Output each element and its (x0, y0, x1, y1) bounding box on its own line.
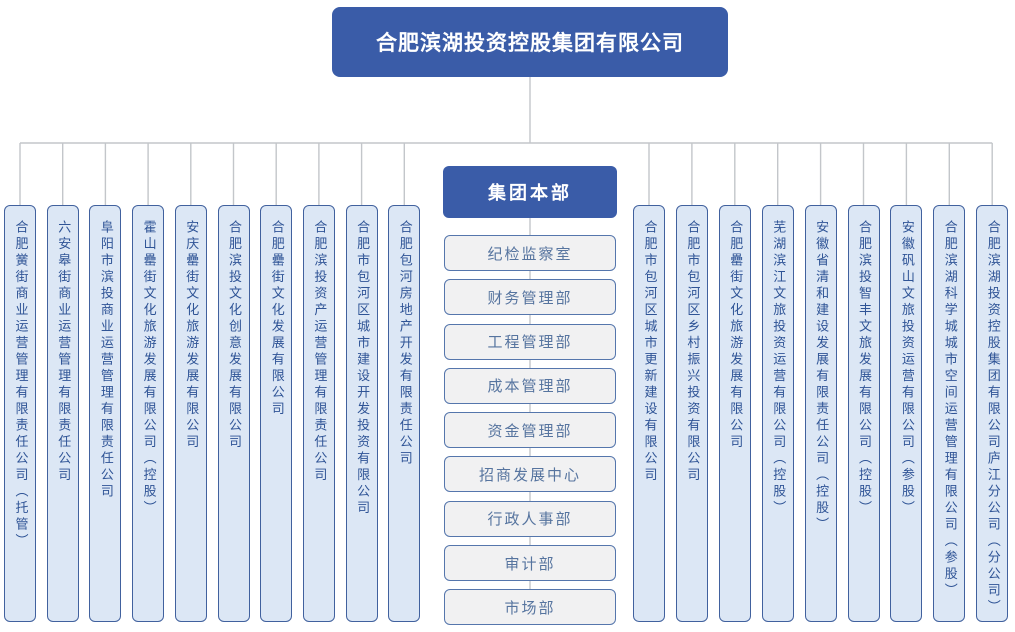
subsidiary-node: 合肥罍街文化旅游发展有限公司 (718, 205, 751, 622)
department-node: 财务管理部 (444, 279, 616, 316)
department-node: 招商发展中心 (444, 456, 616, 493)
department-node: 资金管理部 (444, 412, 616, 449)
subsidiary-name: 霍山罍街文化旅游发展有限公司（控股） (140, 220, 156, 517)
subsidiary-node: 合肥市包河区乡村振兴投资有限公司 (675, 205, 708, 622)
subsidiary-name: 合肥滨湖投资控股集团有限公司庐江分公司（分公司） (984, 220, 1000, 616)
subsidiary-name: 合肥滨湖科学城城市空间运营管理有限公司（参股） (941, 220, 957, 600)
subsidiary-node: 合肥市包河区城市更新建设有限公司 (633, 205, 665, 622)
subsidiary-node: 合肥滨湖投资控股集团有限公司庐江分公司（分公司） (976, 205, 1009, 622)
department-list: 纪检监察室 财务管理部 工程管理部 成本管理部 资金管理部 招商发展中心 行政人… (444, 235, 616, 626)
department-name: 财务管理部 (487, 288, 573, 307)
subsidiary-name: 合肥滨投文化创意发展有限公司 (226, 220, 241, 451)
subsidiary-node: 安徽矾山文旅投资运营有限公司（参股） (890, 205, 923, 622)
subsidiary-name: 合肥罍街文化旅游发展有限公司 (727, 220, 743, 451)
headquarters-node: 集团本部 (443, 166, 617, 218)
root-company-title: 合肥滨湖投资控股集团有限公司 (376, 31, 684, 55)
subsidiary-name: 六安皋街商业运营管理有限责任公司 (55, 220, 71, 484)
subsidiary-name: 合肥市包河区城市建设开发投资有限公司 (354, 220, 370, 517)
department-node: 审计部 (444, 545, 616, 582)
subsidiary-node: 合肥滨湖科学城城市空间运营管理有限公司（参股） (933, 205, 966, 622)
subsidiary-name: 合肥滨投资产运营管理有限责任公司 (311, 220, 327, 484)
root-company-node: 合肥滨湖投资控股集团有限公司 (332, 7, 728, 77)
subsidiary-name: 安徽矾山文旅投资运营有限公司（参股） (898, 220, 914, 517)
department-name: 审计部 (504, 554, 556, 573)
subsidiary-name: 安庆罍街文化旅游发展有限公司 (183, 220, 199, 451)
subsidiary-node: 霍山罍街文化旅游发展有限公司（控股） (132, 205, 165, 622)
department-node: 工程管理部 (444, 323, 616, 360)
subsidiary-name: 合肥市包河区城市更新建设有限公司 (641, 220, 657, 484)
subsidiary-name: 芜湖滨江文旅投资运营有限公司（控股） (770, 220, 786, 517)
subsidiary-node: 安庆罍街文化旅游发展有限公司 (174, 205, 207, 622)
subsidiary-node: 合肥罍街文化发展有限公司 (260, 205, 293, 622)
department-name: 行政人事部 (487, 510, 573, 529)
department-name: 资金管理部 (487, 421, 573, 440)
department-name: 成本管理部 (487, 377, 573, 396)
department-node: 市场部 (444, 589, 616, 626)
subsidiary-node: 合肥黉街商业运营管理有限责任公司（托管） (4, 205, 36, 622)
subsidiary-name: 合肥黉街商业运营管理有限责任公司（托管） (12, 220, 28, 550)
department-node: 行政人事部 (444, 500, 616, 537)
department-node: 纪检监察室 (444, 235, 616, 271)
subsidiary-node: 合肥市包河区城市建设开发投资有限公司 (345, 205, 378, 622)
department-name: 工程管理部 (487, 333, 573, 352)
subsidiary-name: 安徽省清和建设发展有限责任公司（控股） (813, 220, 829, 534)
department-node: 成本管理部 (444, 367, 616, 404)
subsidiary-name: 合肥市包河区乡村振兴投资有限公司 (684, 220, 700, 484)
subsidiary-name: 合肥包河房地产开发有限责任公司 (396, 220, 412, 468)
subsidiary-name: 合肥滨投智丰文旅发展有限公司（控股） (856, 220, 871, 517)
subsidiary-node: 芜湖滨江文旅投资运营有限公司（控股） (761, 205, 794, 622)
subsidiary-name: 阜阳市滨投商业运营管理有限责任公司 (97, 220, 113, 501)
subsidiary-node: 合肥滨投资产运营管理有限责任公司 (302, 205, 335, 622)
department-name: 市场部 (504, 598, 556, 617)
subsidiary-node: 合肥滨投文化创意发展有限公司 (217, 205, 250, 622)
subsidiary-node: 阜阳市滨投商业运营管理有限责任公司 (89, 205, 122, 622)
subsidiary-name: 合肥罍街文化发展有限公司 (268, 220, 284, 418)
department-name: 招商发展中心 (478, 465, 581, 484)
department-name: 纪检监察室 (487, 244, 573, 263)
subsidiary-node: 安徽省清和建设发展有限责任公司（控股） (804, 205, 837, 622)
subsidiary-node: 六安皋街商业运营管理有限责任公司 (46, 205, 79, 622)
subsidiary-node: 合肥滨投智丰文旅发展有限公司（控股） (847, 205, 880, 622)
headquarters-label: 集团本部 (488, 183, 572, 204)
subsidiary-node: 合肥包河房地产开发有限责任公司 (388, 205, 421, 622)
